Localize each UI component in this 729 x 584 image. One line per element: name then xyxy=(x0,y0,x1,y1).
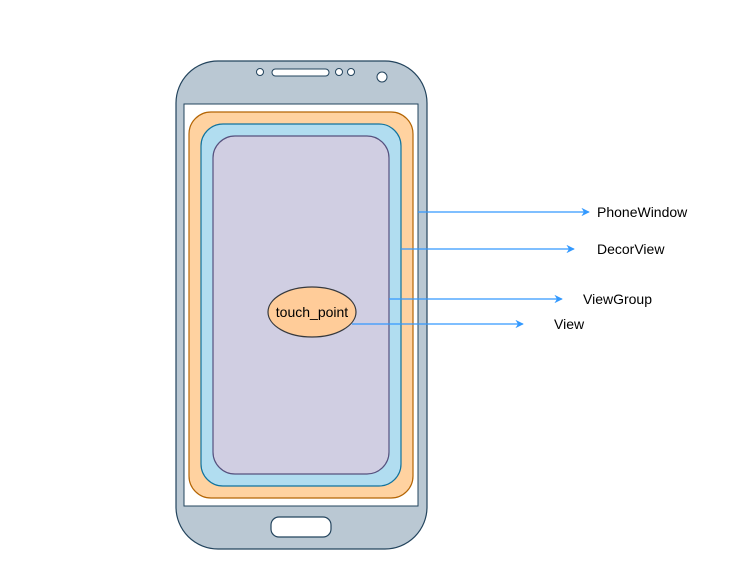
front-camera-icon xyxy=(376,71,388,83)
sensor-dot-1 xyxy=(335,68,343,76)
home-button xyxy=(270,516,332,538)
front-sensor-icon xyxy=(256,68,264,76)
earpiece-speaker xyxy=(271,68,330,77)
touch-point-label: touch_point xyxy=(276,304,349,320)
phone-window-label: PhoneWindow xyxy=(597,204,688,220)
view-label: View xyxy=(554,316,585,332)
decor-view-label: DecorView xyxy=(597,241,665,257)
touch-point-node xyxy=(267,286,357,338)
view-group-label: ViewGroup xyxy=(583,291,652,307)
sensor-dot-2 xyxy=(347,68,355,76)
